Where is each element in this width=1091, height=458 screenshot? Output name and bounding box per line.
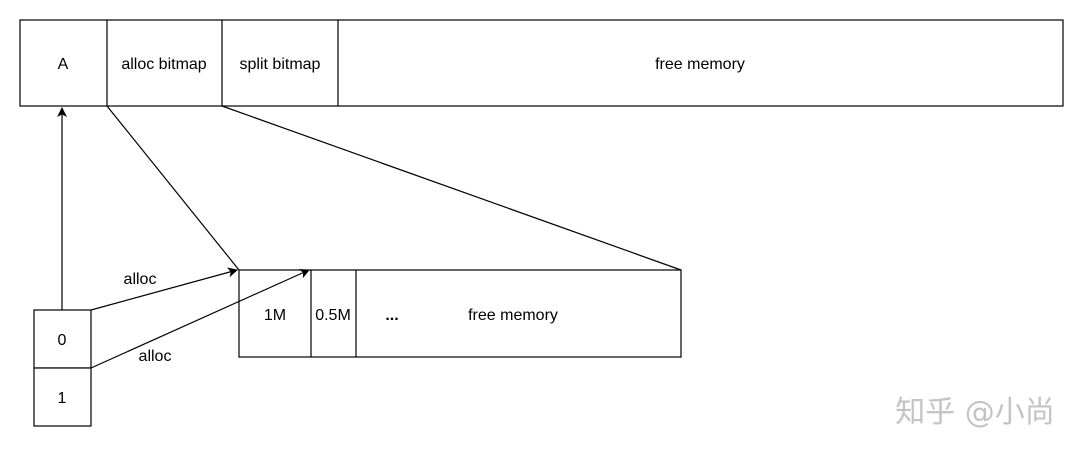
block-1m-label: 1M (264, 307, 286, 324)
index-list: 0 1 (33, 309, 92, 427)
index-0-label: 0 (58, 332, 67, 349)
memory-layout-frame (19, 19, 1064, 107)
edge-label-alloc-1: alloc (139, 348, 172, 365)
cell-free-memory-label: free memory (655, 56, 745, 73)
arrow-alloc-1 (90, 269, 310, 369)
block-0-5m-label: 0.5M (315, 307, 351, 324)
cell-a-label: A (58, 56, 69, 73)
free-region-frame (238, 269, 682, 358)
watermark-text: 知乎 @小尚 (895, 395, 1055, 430)
index-cell-1 (33, 367, 92, 427)
memory-layout-row: A alloc bitmap split bitmap free memory (19, 19, 1064, 107)
edge-label-alloc-0: alloc (124, 271, 157, 288)
cell-alloc-bitmap-label: alloc bitmap (121, 56, 206, 73)
region-free-memory-label: free memory (468, 307, 558, 324)
zoom-line-right (221, 105, 682, 271)
cell-split-bitmap-label: split bitmap (240, 56, 321, 73)
ellipsis-label: ... (385, 307, 398, 324)
zoom-line-left (106, 105, 240, 271)
free-region-block: 1M 0.5M ... free memory (238, 269, 682, 358)
arrow-alloc-0 (90, 267, 238, 311)
index-1-label: 1 (58, 390, 67, 407)
